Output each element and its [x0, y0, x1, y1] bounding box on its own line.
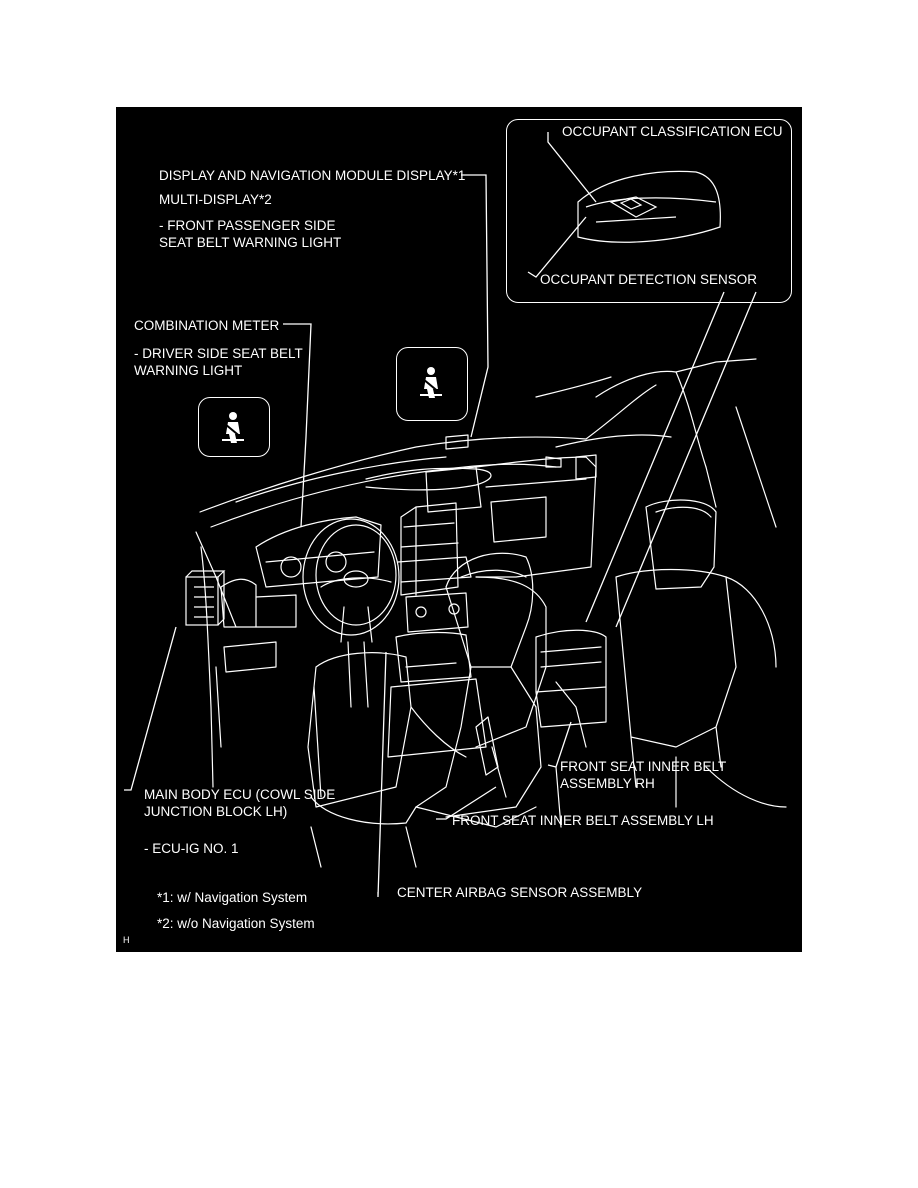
label-main-body-ecu-1: MAIN BODY ECU (COWL SIDE: [144, 786, 335, 803]
label-driver-side-2: WARNING LIGHT: [134, 362, 242, 379]
label-center-airbag: CENTER AIRBAG SENSOR ASSEMBLY: [397, 884, 642, 901]
seat-belt-warning-icon: [218, 410, 248, 446]
label-front-passenger-1: - FRONT PASSENGER SIDE: [159, 217, 336, 234]
label-multi-display: MULTI-DISPLAY*2: [159, 191, 272, 208]
label-front-inner-rh-1: FRONT SEAT INNER BELT: [560, 758, 726, 775]
label-front-passenger-2: SEAT BELT WARNING LIGHT: [159, 234, 341, 251]
label-main-body-ecu-2: JUNCTION BLOCK LH): [144, 803, 287, 820]
seat-belt-warning-icon: [416, 365, 446, 401]
label-ecu-ig: - ECU-IG NO. 1: [144, 840, 239, 857]
label-driver-side-1: - DRIVER SIDE SEAT BELT: [134, 345, 303, 362]
footnote-1: *1: w/ Navigation System: [157, 889, 307, 906]
footnote-2: *2: w/o Navigation System: [157, 915, 315, 932]
label-front-inner-rh-2: ASSEMBLY RH: [560, 775, 655, 792]
label-occupant-detection-sensor: OCCUPANT DETECTION SENSOR: [540, 271, 757, 288]
diagram-figure: DISPLAY AND NAVIGATION MODULE DISPLAY*1 …: [116, 107, 802, 952]
label-display-nav: DISPLAY AND NAVIGATION MODULE DISPLAY*1: [159, 167, 465, 184]
label-combination-meter: COMBINATION METER: [134, 317, 279, 334]
corner-code: H: [123, 932, 130, 949]
label-occupant-classification-ecu: OCCUPANT CLASSIFICATION ECU: [562, 123, 783, 140]
label-front-inner-lh: FRONT SEAT INNER BELT ASSEMBLY LH: [452, 812, 714, 829]
